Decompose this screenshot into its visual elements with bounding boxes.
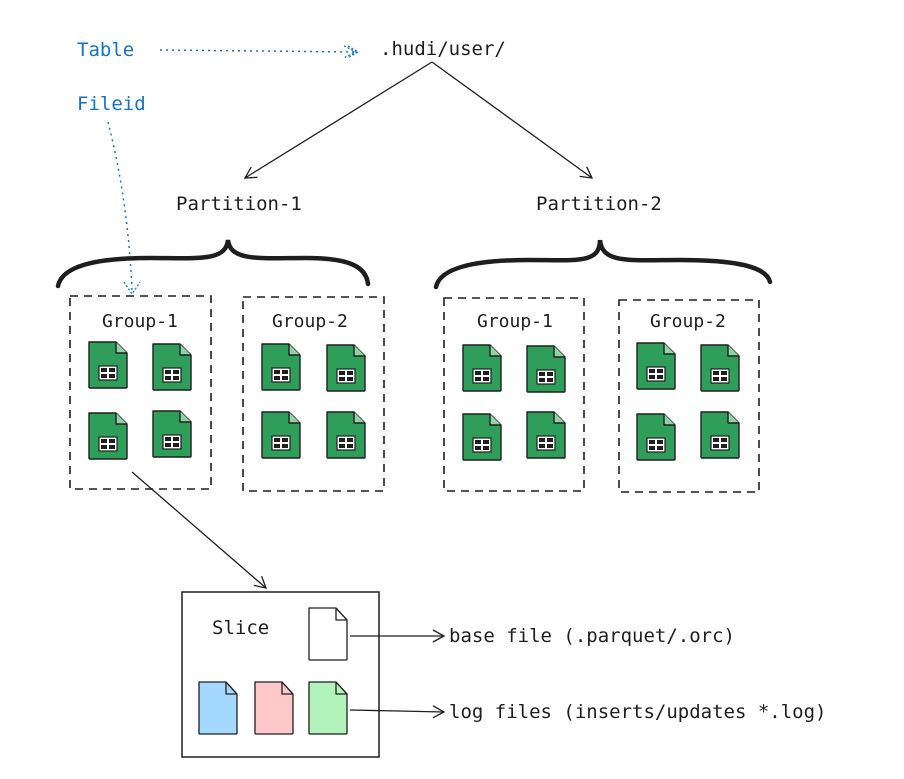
spreadsheet-file-icon [462, 413, 502, 461]
base-file-icon [308, 607, 348, 661]
table-annotation-arrow [159, 50, 356, 52]
log-file-icon [308, 681, 348, 735]
spreadsheet-file-icon [636, 413, 676, 461]
spreadsheet-file-icon [326, 344, 366, 392]
fileid-annotation-label: Fileid [77, 93, 146, 115]
spreadsheet-file-icon [700, 411, 740, 459]
partition-1-label: Partition-1 [176, 193, 302, 215]
partition-2-group-2-box: Group-2 [618, 299, 760, 493]
spreadsheet-file-icon [88, 341, 128, 389]
spreadsheet-file-icon [526, 411, 566, 459]
fileid-annotation-arrow [107, 121, 133, 291]
partition-2-group-1-box: Group-1 [443, 297, 585, 492]
group-label: Group-2 [650, 311, 726, 332]
spreadsheet-file-icon [636, 342, 676, 390]
group-to-slice-arrow [131, 471, 268, 589]
spreadsheet-file-icon [326, 411, 366, 459]
spreadsheet-file-icon [700, 344, 740, 392]
partition-1-brace [55, 239, 371, 289]
spreadsheet-file-icon [526, 345, 566, 393]
log-file-icon [254, 681, 294, 735]
group-label: Group-1 [102, 311, 178, 332]
group-label: Group-2 [272, 311, 348, 332]
partition-1-group-2-box: Group-2 [242, 296, 385, 492]
spreadsheet-file-icon [261, 343, 301, 391]
spreadsheet-file-icon [152, 343, 192, 391]
spreadsheet-file-icon [261, 411, 301, 459]
partition-2-brace [433, 239, 773, 290]
spreadsheet-file-icon [462, 344, 502, 392]
log-files-arrow [349, 705, 446, 719]
spreadsheet-file-icon [88, 412, 128, 460]
fileid-arrow-head [123, 281, 141, 296]
root-to-partition-2-arrow [431, 61, 594, 179]
base-file-label: base file (.parquet/.orc) [449, 625, 735, 647]
log-files-label: log files (inserts/updates *.log) [449, 701, 827, 723]
spreadsheet-file-icon [152, 410, 192, 458]
log-file-icon [198, 681, 238, 735]
table-annotation-label: Table [77, 39, 134, 61]
slice-title: Slice [212, 617, 269, 639]
root-to-partition-1-arrow [243, 61, 433, 179]
slice-box: Slice [181, 591, 380, 758]
partition-1-group-1-box: Group-1 [69, 295, 212, 490]
root-path-label: .hudi/user/ [380, 38, 506, 60]
group-label: Group-1 [477, 311, 553, 332]
partition-2-label: Partition-2 [536, 193, 662, 215]
